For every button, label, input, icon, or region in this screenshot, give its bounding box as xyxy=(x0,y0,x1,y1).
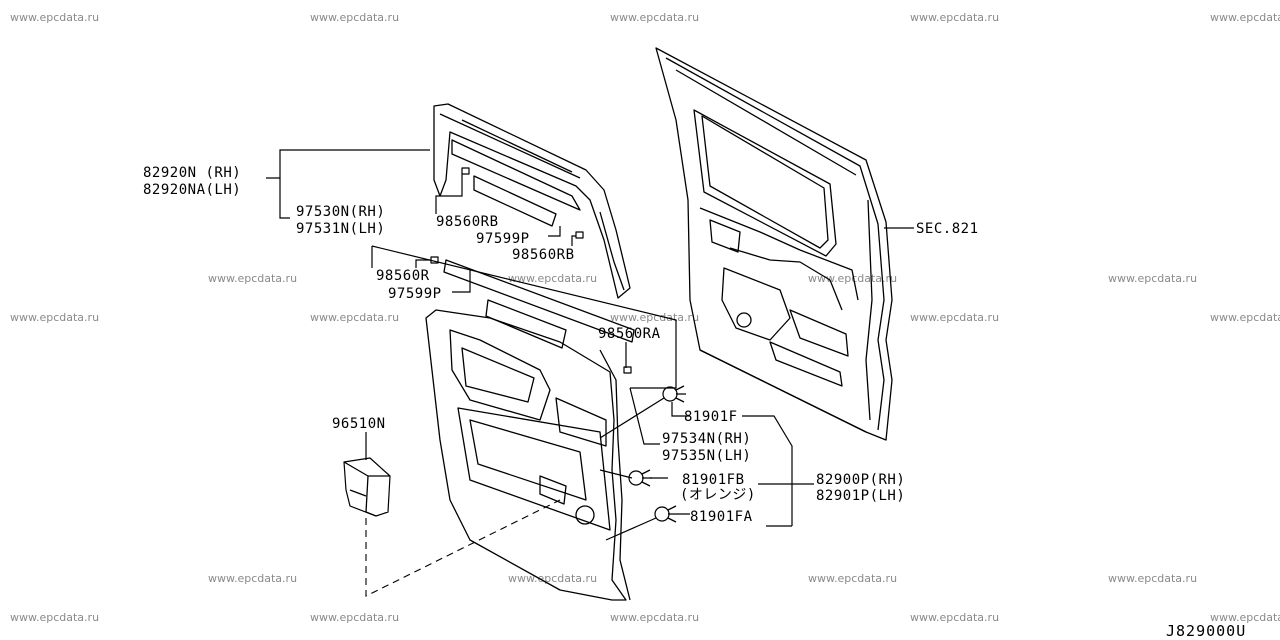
leader-lines xyxy=(266,149,914,541)
part-labels: 82920N (RH) 82920NA(LH) 97530N(RH) 97531… xyxy=(143,165,979,525)
lower-trim-drawing xyxy=(425,256,635,601)
label-97599P-upper: 97599P xyxy=(476,231,530,247)
label-82920N: 82920N (RH) xyxy=(143,165,241,181)
watermark-text: www.epcdata.ru xyxy=(208,572,297,585)
label-82901P: 82901P(LH) xyxy=(816,488,905,504)
label-97535N: 97535N(LH) xyxy=(662,448,751,464)
watermark-text: www.epcdata.ru xyxy=(1108,572,1197,585)
label-81901FB-note: (オレンジ) xyxy=(680,487,756,503)
watermark-text: www.epcdata.ru xyxy=(1210,11,1280,24)
watermark-text: www.epcdata.ru xyxy=(910,311,999,324)
label-sec821: SEC.821 xyxy=(916,221,979,237)
watermark-text: www.epcdata.ru xyxy=(1210,611,1280,624)
label-98560RB-lower: 98560RB xyxy=(512,247,575,263)
watermark-text: www.epcdata.ru xyxy=(610,11,699,24)
label-81901F: 81901F xyxy=(684,409,738,425)
watermark-text: www.epcdata.ru xyxy=(310,611,399,624)
label-82920NA: 82920NA(LH) xyxy=(143,182,241,198)
watermark-text: www.epcdata.ru xyxy=(10,311,99,324)
watermark-layer: www.epcdata.ru www.epcdata.ru www.epcdata.… xyxy=(10,11,1280,624)
label-97531N: 97531N(LH) xyxy=(296,221,385,237)
label-97530N: 97530N(RH) xyxy=(296,204,385,220)
pocket-96510N-drawing xyxy=(343,457,391,517)
upper-trim-drawing xyxy=(433,103,631,299)
label-98560RA: 98560RA xyxy=(598,326,661,342)
label-81901FA: 81901FA xyxy=(690,509,753,525)
watermark-text: www.epcdata.ru xyxy=(1108,272,1197,285)
door-panel-drawing xyxy=(655,47,893,441)
pocket-leader-dash xyxy=(365,499,561,597)
label-97599P-lower: 97599P xyxy=(388,286,442,302)
label-98560RB-upper: 98560RB xyxy=(436,214,499,230)
watermark-text: www.epcdata.ru xyxy=(910,11,999,24)
clip-81901FB-drawing xyxy=(628,469,652,487)
label-82900P: 82900P(RH) xyxy=(816,472,905,488)
watermark-text: www.epcdata.ru xyxy=(508,272,597,285)
watermark-text: www.epcdata.ru xyxy=(610,311,699,324)
watermark-text: www.epcdata.ru xyxy=(610,611,699,624)
diagram-code: J829000U xyxy=(1166,622,1246,640)
watermark-text: www.epcdata.ru xyxy=(1210,311,1280,324)
watermark-text: www.epcdata.ru xyxy=(910,611,999,624)
watermark-text: www.epcdata.ru xyxy=(208,272,297,285)
label-81901FB: 81901FB xyxy=(682,472,745,488)
clip-81901F-drawing xyxy=(662,385,686,403)
label-97534N: 97534N(RH) xyxy=(662,431,751,447)
watermark-text: www.epcdata.ru xyxy=(808,572,897,585)
clip-81901FA-drawing xyxy=(654,505,678,523)
watermark-text: www.epcdata.ru xyxy=(310,311,399,324)
watermark-text: www.epcdata.ru xyxy=(508,572,597,585)
label-98560R: 98560R xyxy=(376,268,430,284)
label-96510N: 96510N xyxy=(332,416,386,432)
watermark-text: www.epcdata.ru xyxy=(10,11,99,24)
watermark-text: www.epcdata.ru xyxy=(310,11,399,24)
watermark-text: www.epcdata.ru xyxy=(10,611,99,624)
